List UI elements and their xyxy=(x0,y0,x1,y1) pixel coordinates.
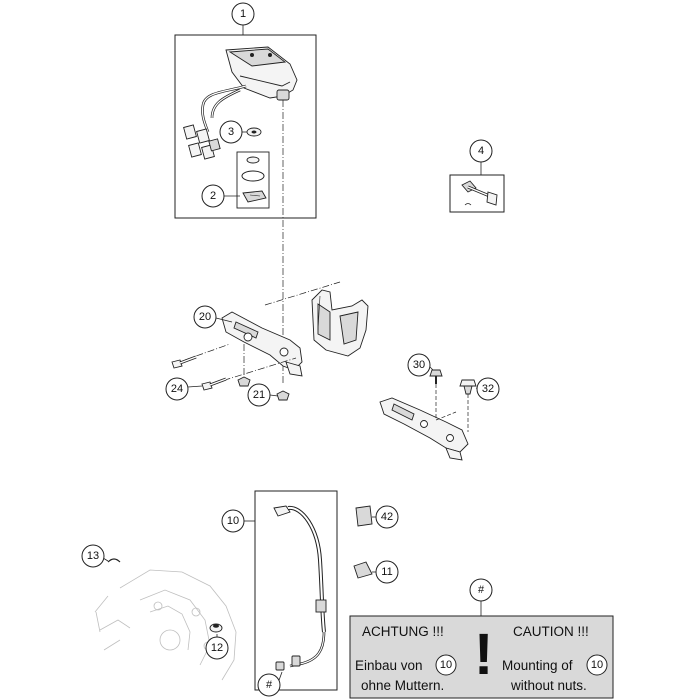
warning-ref-label-de: 10 xyxy=(440,659,452,671)
bushing xyxy=(459,379,477,395)
group-box-dashboard xyxy=(174,34,317,219)
callout-label: # xyxy=(266,679,273,691)
callout: 42 xyxy=(372,505,399,529)
callout: 24 xyxy=(165,377,203,401)
callout-label: 24 xyxy=(171,383,183,395)
callout-label: # xyxy=(478,584,485,596)
warning-ref-circle-en xyxy=(586,654,608,676)
nut xyxy=(276,390,290,401)
clip xyxy=(353,561,373,579)
callout: 3 xyxy=(219,120,247,144)
callout-label: 21 xyxy=(253,389,265,401)
warning-panel xyxy=(349,615,614,699)
warning-exclamation: ! xyxy=(474,622,493,687)
nut xyxy=(237,376,251,387)
callout: 21 xyxy=(247,383,279,407)
callout-label: 32 xyxy=(482,383,494,395)
group-box-part-4 xyxy=(449,174,505,213)
mounting-bracket xyxy=(221,289,369,377)
warning-text-de-line1: Einbau von xyxy=(355,658,423,673)
warning-heading-de: ACHTUNG !!! xyxy=(362,624,444,639)
connector-plugs xyxy=(183,124,221,160)
callout: 11 xyxy=(372,560,399,584)
callout-label: 10 xyxy=(227,515,239,527)
callout: 13 xyxy=(81,544,109,568)
spacer-sleeve xyxy=(209,623,223,633)
callout: 4 xyxy=(469,139,493,163)
callout: # xyxy=(257,671,283,697)
callout-label: 42 xyxy=(381,511,393,523)
callout: 12 xyxy=(205,634,229,660)
warning-heading-en: CAUTION !!! xyxy=(513,624,589,639)
warning-ref-label-en: 10 xyxy=(591,659,603,671)
warning-text-en-line1: Mounting of xyxy=(502,658,573,673)
callout-label: 30 xyxy=(413,359,425,371)
warning-text-en-line2: without nuts. xyxy=(510,678,587,693)
callout-label: 11 xyxy=(381,566,392,578)
seal-kit-box xyxy=(236,151,270,209)
group-box-cable xyxy=(254,490,338,691)
rubber-grommet xyxy=(429,369,443,384)
warning-ref-circle-de xyxy=(435,654,457,676)
callout: 1 xyxy=(231,2,255,26)
callout: 30 xyxy=(407,353,434,377)
bolts xyxy=(171,355,227,391)
callout-label: 2 xyxy=(210,190,216,202)
callout-label: 13 xyxy=(87,550,99,562)
callout-label: 3 xyxy=(228,126,234,138)
spring-clip xyxy=(107,558,121,563)
callout-label: 20 xyxy=(199,311,211,323)
speed-sensor-cable xyxy=(273,505,327,671)
connector-cover xyxy=(355,505,373,527)
warning-text-de-line2: ohne Muttern. xyxy=(361,678,444,693)
callout-label: 12 xyxy=(211,642,223,654)
callout: 10 xyxy=(221,509,245,533)
callout: 2 xyxy=(201,184,240,208)
callout-label: 4 xyxy=(478,145,484,157)
dashboard-unit xyxy=(225,46,298,101)
callout-label: 1 xyxy=(240,8,246,20)
callout: 32 xyxy=(475,377,500,401)
callout: # xyxy=(469,578,493,602)
callout: 20 xyxy=(193,305,233,329)
bracket-detail xyxy=(379,397,469,461)
fastener-set xyxy=(461,180,498,206)
